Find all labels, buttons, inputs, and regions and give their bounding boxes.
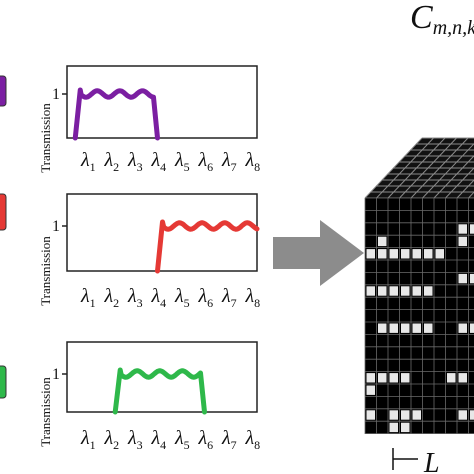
lambda-tick-2: λ2 [104, 149, 120, 174]
transmission-curve-violet [72, 87, 160, 141]
lambda-tick-2: λ2 [104, 285, 120, 310]
plot-frame [66, 193, 258, 272]
level-one-label: 1 [52, 366, 60, 383]
cube-cell [366, 373, 375, 383]
lambda-tick-7: λ7 [221, 285, 237, 310]
cube-cell [458, 273, 467, 284]
green-filter-tab [0, 365, 7, 399]
lambda-tick-3: λ3 [127, 149, 143, 174]
lambda-tick-6: λ6 [198, 149, 214, 174]
cube-cell [412, 410, 421, 420]
transmission-curve-green [112, 367, 207, 415]
transmission-plot-violet: Transmission 1 λ1 λ2 λ3 λ4 λ5 λ6 λ7 λ8 [38, 65, 261, 174]
transmission-plot-green: Transmission 1 λ1 λ2 λ3 λ4 λ5 λ6 λ7 λ8 [38, 341, 261, 452]
cube-cell [470, 410, 474, 420]
cube-cell [366, 286, 375, 296]
cube-front-face [365, 198, 474, 434]
cube-cell [412, 286, 421, 296]
plot-frame [66, 65, 258, 139]
lambda-tick-2: λ2 [104, 427, 120, 452]
cube-cell [458, 323, 467, 333]
cube-cell [470, 273, 474, 284]
red-filter-tab [0, 193, 7, 231]
lambda-tick-5: λ5 [174, 427, 190, 452]
lambda-tick-7: λ7 [221, 149, 237, 174]
cube-cell [401, 323, 410, 333]
cube-cell [378, 373, 387, 383]
cube-cell [389, 286, 398, 296]
cube-cell [366, 385, 375, 395]
plot-frame [66, 341, 258, 413]
level-one-label: 1 [52, 86, 60, 103]
cube-cell [389, 249, 398, 259]
lambda-tick-6: λ6 [198, 285, 214, 310]
cube-cell [378, 236, 387, 247]
lambda-tick-1: λ1 [80, 427, 96, 452]
cube-cell [424, 249, 433, 259]
cube-cell [389, 323, 398, 333]
cube-cell [401, 286, 410, 296]
cube-cell [458, 236, 467, 247]
cube-cell [401, 249, 410, 259]
cube-cell [389, 410, 398, 420]
cube-cell [458, 410, 467, 420]
cube-cell [389, 373, 398, 383]
lambda-tick-6: λ6 [198, 427, 214, 452]
cube-cell [378, 323, 387, 333]
lambda-tick-4: λ4 [151, 285, 167, 310]
cube-cell [378, 286, 387, 296]
cube-cell [412, 249, 421, 259]
level-one-label: 1 [52, 218, 60, 235]
y-axis-label: Transmission [38, 377, 53, 447]
y-axis-label: Transmission [38, 103, 53, 173]
lambda-tick-7: λ7 [221, 427, 237, 452]
transmission-plot-red: Transmission 1 λ1 λ2 λ3 λ4 λ5 λ6 λ7 λ8 [38, 193, 261, 310]
right-arrow-icon [273, 220, 364, 286]
lambda-tick-3: λ3 [127, 427, 143, 452]
lambda-tick-1: λ1 [80, 285, 96, 310]
lambda-tick-8: λ8 [245, 149, 261, 174]
lambda-tick-8: λ8 [245, 427, 261, 452]
cube-cells [366, 224, 474, 433]
cube-cell [458, 224, 467, 234]
cube-cell [447, 373, 456, 383]
cube-cell [366, 410, 375, 420]
cube-cell [378, 249, 387, 259]
lambda-tick-8: λ8 [245, 285, 261, 310]
cube-cell [424, 286, 433, 296]
y-axis-label: Transmission [38, 236, 53, 306]
cube-title: Cm,n,k [410, 0, 474, 39]
data-cube: Cm,n,k L [364, 0, 474, 474]
cube-cell [424, 323, 433, 333]
lambda-tick-4: λ4 [151, 427, 167, 452]
cube-cell [401, 410, 410, 420]
cube-cell [401, 422, 410, 433]
cube-cell [401, 373, 410, 383]
lambda-tick-1: λ1 [80, 149, 96, 174]
cube-cell [389, 422, 398, 433]
cube-cell [470, 323, 474, 333]
cube-cell [435, 249, 444, 259]
cube-cell [470, 224, 474, 234]
lambda-tick-5: λ5 [174, 149, 190, 174]
lambda-tick-4: λ4 [151, 149, 167, 174]
lambda-tick-5: λ5 [174, 285, 190, 310]
lambda-tick-3: λ3 [127, 285, 143, 310]
cube-cell [412, 323, 421, 333]
cube-cell [458, 373, 467, 383]
violet-filter-tab [0, 75, 7, 107]
cube-cell [366, 249, 375, 259]
dimension-label: L [423, 448, 440, 474]
transmission-curve-red [155, 219, 260, 274]
